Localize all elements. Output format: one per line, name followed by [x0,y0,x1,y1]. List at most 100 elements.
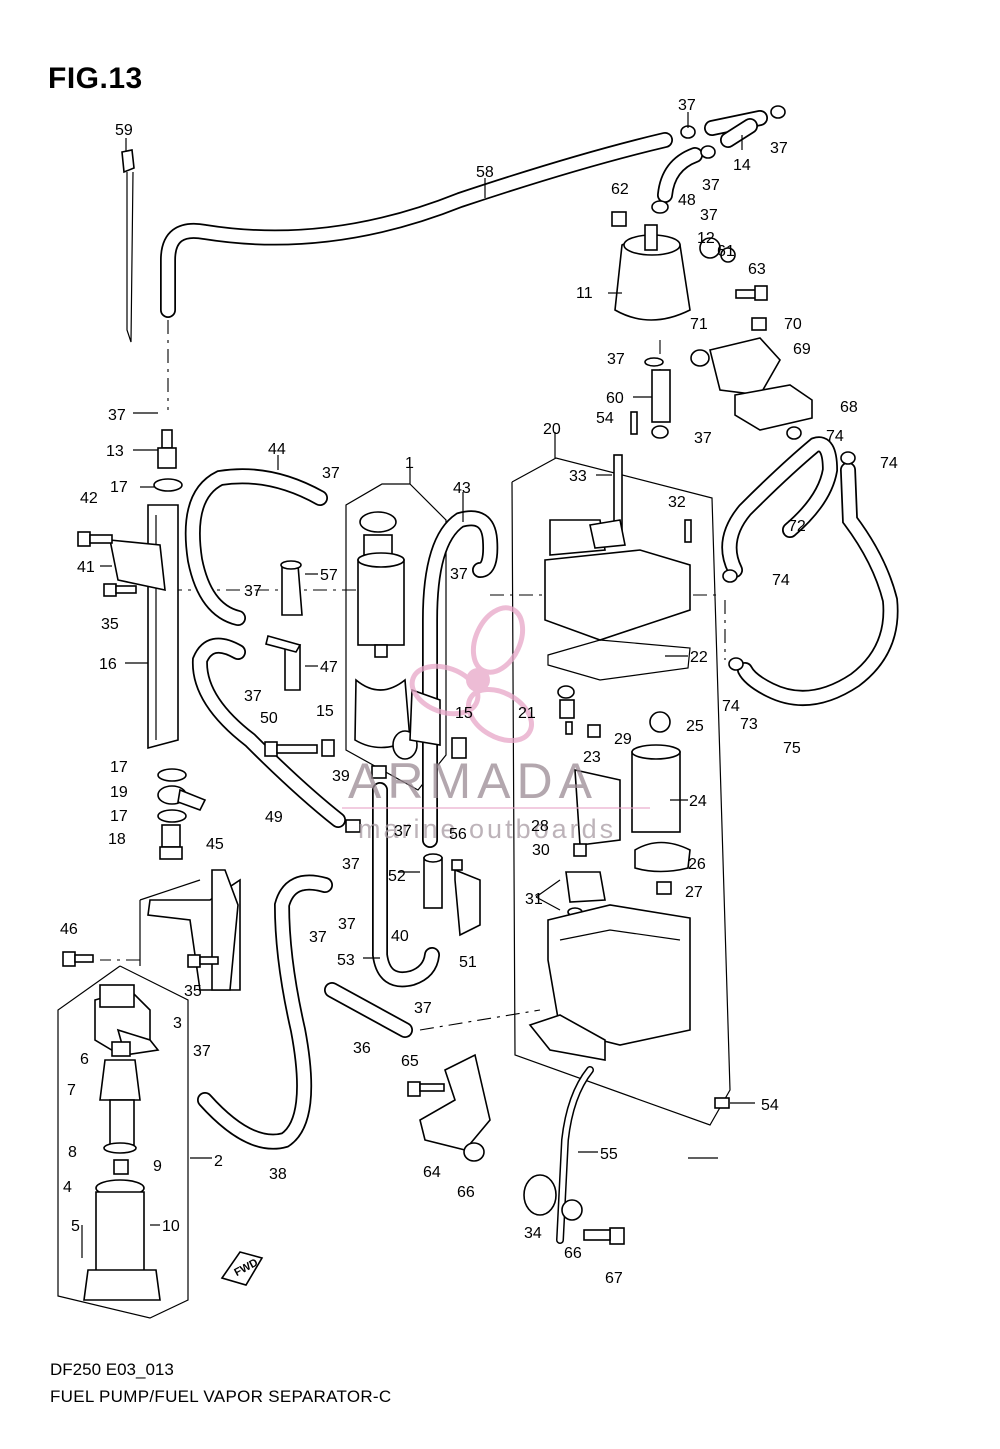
callout-37: 37 [342,856,360,873]
callout-39: 39 [332,768,350,785]
figure-title: FIG.13 [48,62,143,95]
callout-15: 15 [455,705,473,722]
callout-18: 18 [108,831,126,848]
callout-72: 72 [788,518,806,535]
callout-13: 13 [106,443,124,460]
callout-26: 26 [688,856,706,873]
callout-65: 65 [401,1053,419,1070]
callout-46: 46 [60,921,78,938]
callout-42: 42 [80,490,98,507]
callout-54: 54 [761,1097,779,1114]
callout-64: 64 [423,1164,441,1181]
watermark-propeller-blade [466,686,534,744]
callout-74: 74 [880,455,898,472]
callout-1: 1 [405,455,414,472]
callout-54: 54 [596,410,614,427]
callout-12: 12 [697,230,715,247]
callout-48: 48 [678,192,696,209]
callout-33: 33 [569,468,587,485]
callout-22: 22 [690,649,708,666]
callout-25: 25 [686,718,704,735]
callout-70: 70 [784,316,802,333]
callout-41: 41 [77,559,95,576]
left-column-parts [62,149,467,1286]
callout-16: 16 [99,656,117,673]
callout-37: 37 [700,207,718,224]
callout-labels: 59 58 37 37 14 37 48 37 62 12 61 63 11 7… [60,97,898,1287]
callout-74: 74 [826,428,844,445]
callout-68: 68 [840,399,858,416]
callout-37: 37 [694,430,712,447]
callout-37: 37 [244,583,262,600]
mid-parts [345,765,481,937]
callout-40: 40 [391,928,409,945]
callout-66: 66 [457,1184,475,1201]
callout-37: 37 [770,140,788,157]
callout-37: 37 [450,566,468,583]
figure-code: DF250 E03_013 [50,1360,174,1379]
callout-55: 55 [600,1146,618,1163]
callout-15: 15 [316,703,334,720]
callout-14: 14 [733,157,751,174]
separator-assembly [528,454,730,1109]
callout-73: 73 [740,716,758,733]
callout-37: 37 [394,823,412,840]
callout-58: 58 [476,164,494,181]
callout-21: 21 [518,705,536,722]
callout-37: 37 [338,916,356,933]
callout-5: 5 [71,1218,80,1235]
callout-24: 24 [689,793,707,810]
callout-47: 47 [320,659,338,676]
callout-56: 56 [449,826,467,843]
callout-8: 8 [68,1144,77,1161]
callout-49: 49 [265,809,283,826]
callout-51: 51 [459,954,477,971]
lower-bracket-parts [407,1053,625,1245]
callout-19: 19 [110,784,128,801]
callout-37: 37 [322,465,340,482]
watermark: ARMADA marine outboards [342,605,650,844]
callout-67: 67 [605,1270,623,1287]
callout-10: 10 [162,1218,180,1235]
fuel-filter-assembly [83,984,161,1301]
callout-32: 32 [668,494,686,511]
callout-60: 60 [606,390,624,407]
callout-66: 66 [564,1245,582,1262]
callout-37: 37 [309,929,327,946]
watermark-brand: ARMADA [348,753,598,809]
watermark-tagline: marine outboards [358,814,616,844]
callout-37: 37 [244,688,262,705]
callout-43: 43 [453,480,471,497]
callout-45: 45 [206,836,224,853]
leader-lines [81,112,755,1258]
callout-9: 9 [153,1158,162,1175]
callout-38: 38 [269,1166,287,1183]
callout-36: 36 [353,1040,371,1057]
callout-69: 69 [793,341,811,358]
callout-37: 37 [607,351,625,368]
callout-63: 63 [748,261,766,278]
callout-52: 52 [388,868,406,885]
callout-37: 37 [193,1043,211,1060]
callout-34: 34 [524,1225,542,1242]
callout-2: 2 [214,1153,223,1170]
callout-57: 57 [320,567,338,584]
watermark-propeller-blade [470,605,526,675]
callout-62: 62 [611,181,629,198]
callout-11: 11 [576,285,593,302]
callout-31: 31 [525,891,543,908]
callout-50: 50 [260,710,278,727]
callout-17: 17 [110,479,128,496]
callout-20: 20 [543,421,561,438]
callout-28: 28 [531,818,549,835]
callout-29: 29 [614,731,632,748]
callout-53: 53 [337,952,355,969]
callout-3: 3 [173,1015,182,1032]
callout-30: 30 [532,842,550,859]
hoses [160,110,899,1244]
callout-37: 37 [678,97,696,114]
callout-37: 37 [414,1000,432,1017]
callout-37: 37 [702,177,720,194]
